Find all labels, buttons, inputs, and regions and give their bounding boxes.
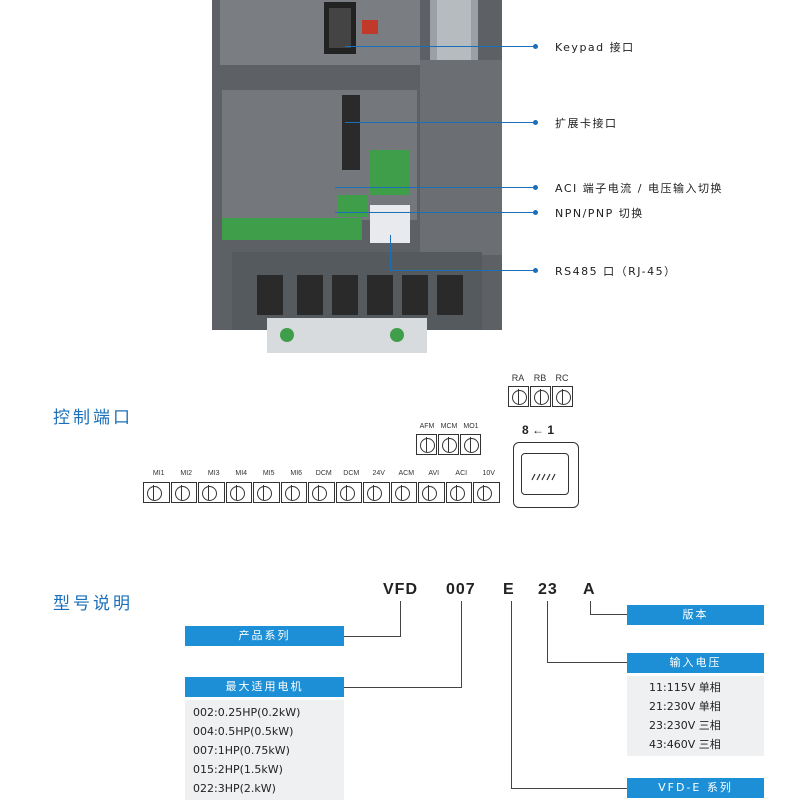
- control-terminal-label: AVI: [428, 470, 440, 477]
- callout-line-aci: [335, 187, 535, 188]
- terminal-screw: [390, 482, 417, 503]
- voltage-option: 43:460V 三相: [649, 738, 721, 751]
- connector-vfd-h: [344, 636, 401, 637]
- terminal-screw: [508, 386, 529, 407]
- voltage-box: 输入电压: [627, 653, 764, 673]
- model-part-hp: 007: [446, 581, 476, 598]
- motor-box: 最大适用电机: [185, 677, 344, 697]
- series-box: 产品系列: [185, 626, 344, 646]
- terminal-screw: [280, 482, 307, 503]
- model-title: 型号说明: [53, 594, 133, 614]
- callout-npn: NPN/PNP 切换: [555, 207, 644, 220]
- model-part-version: A: [583, 581, 596, 598]
- control-terminal-label: ACM: [398, 470, 415, 477]
- callout-line-expansion: [345, 122, 535, 123]
- drive-device-photo: [212, 0, 502, 353]
- voltage-options: 11:115V 单相 21:230V 单相 23:230V 三相 43:460V…: [627, 676, 764, 756]
- connector-series-v: [511, 601, 512, 789]
- model-part-series: E: [503, 581, 515, 598]
- callout-aci: ACI 端子电流 / 电压输入切换: [555, 182, 723, 195]
- control-terminal-label: 10V: [482, 470, 495, 477]
- connector-series-h: [511, 788, 627, 789]
- terminal-screw: [170, 482, 197, 503]
- control-terminal-label: MI3: [207, 470, 220, 477]
- rj45-port-drawing: [513, 442, 579, 508]
- voltage-option: 23:230V 三相: [649, 719, 721, 732]
- connector-hp-v: [461, 601, 462, 688]
- control-terminal-label: ACI: [455, 470, 468, 477]
- model-part-vfd: VFD: [383, 581, 418, 598]
- control-terminal-label: MI1: [152, 470, 165, 477]
- callout-line-keypad: [345, 46, 535, 47]
- terminal-screw: [530, 386, 551, 407]
- terminal-screw: [418, 482, 445, 503]
- vfde-series-box: VFD-E 系列: [627, 778, 764, 798]
- control-terminal-labels: MI1 MI2 MI3 MI4 MI5 MI6 DCM DCM 24V ACM …: [145, 470, 503, 477]
- relay-label: RC: [555, 373, 569, 383]
- motor-option: 022:3HP(2.kW): [193, 782, 276, 795]
- voltage-option: 11:115V 单相: [649, 681, 721, 694]
- callout-dot-rs485: [533, 268, 538, 273]
- control-port-title: 控制端口: [53, 408, 133, 428]
- callout-rs485: RS485 口（RJ-45）: [555, 265, 677, 278]
- callout-dot-expansion: [533, 120, 538, 125]
- version-box: 版本: [627, 605, 764, 625]
- callout-dot-npn: [533, 210, 538, 215]
- connector-version-v: [590, 601, 591, 615]
- motor-option: 002:0.25HP(0.2kW): [193, 706, 301, 719]
- terminal-screw: [552, 386, 573, 407]
- callout-line-npn: [335, 212, 535, 213]
- callout-dot-aci: [533, 185, 538, 190]
- analog-out-label: MCM: [440, 423, 458, 430]
- terminal-screw: [460, 434, 481, 455]
- terminal-screw: [308, 482, 335, 503]
- callout-keypad: Keypad 接口: [555, 41, 635, 54]
- control-terminal-label: MI6: [290, 470, 303, 477]
- relay-label: RB: [533, 373, 547, 383]
- terminal-screw: [143, 482, 170, 503]
- control-terminal-label: DCM: [343, 470, 360, 477]
- callout-line-rs485: [390, 270, 535, 271]
- callout-dot-keypad: [533, 44, 538, 49]
- motor-options: 002:0.25HP(0.2kW) 004:0.5HP(0.5kW) 007:1…: [185, 700, 344, 800]
- motor-option: 007:1HP(0.75kW): [193, 744, 290, 757]
- terminal-screw: [253, 482, 280, 503]
- control-terminal-label: DCM: [315, 470, 332, 477]
- rj45-pin-order: 8 ← 1: [522, 423, 555, 437]
- control-terminal-label: MI4: [235, 470, 248, 477]
- terminal-screw: [473, 482, 500, 503]
- callout-expansion: 扩展卡接口: [555, 117, 618, 130]
- connector-vfd-v: [400, 601, 401, 637]
- terminal-screw: [225, 482, 252, 503]
- terminal-screw: [416, 434, 437, 455]
- control-terminal-label: MI2: [180, 470, 193, 477]
- motor-option: 015:2HP(1.5kW): [193, 763, 283, 776]
- rj45-socket: [521, 453, 569, 495]
- analog-out-label: MO1: [463, 423, 479, 430]
- connector-version-h: [590, 614, 627, 615]
- control-terminal-label: MI5: [262, 470, 275, 477]
- relay-terminals: [508, 386, 574, 407]
- connector-voltage-h: [547, 662, 627, 663]
- terminal-screw: [445, 482, 472, 503]
- terminal-screw: [363, 482, 390, 503]
- relay-labels: RA RB RC: [507, 373, 573, 383]
- rj45-pins: [531, 473, 556, 481]
- voltage-option: 21:230V 单相: [649, 700, 721, 713]
- control-terminals: [143, 482, 501, 503]
- motor-option: 004:0.5HP(0.5kW): [193, 725, 294, 738]
- analog-out-terminals: [416, 434, 482, 455]
- callout-vline-rs485: [390, 235, 391, 270]
- relay-label: RA: [511, 373, 525, 383]
- model-part-voltage: 23: [538, 581, 558, 598]
- analog-out-labels: AFM MCM MO1: [416, 423, 482, 430]
- connector-voltage-v: [547, 601, 548, 663]
- connector-hp-h: [344, 687, 462, 688]
- terminal-screw: [438, 434, 459, 455]
- control-terminal-label: 24V: [372, 470, 385, 477]
- analog-out-label: AFM: [419, 423, 435, 430]
- terminal-screw: [335, 482, 362, 503]
- terminal-screw: [198, 482, 225, 503]
